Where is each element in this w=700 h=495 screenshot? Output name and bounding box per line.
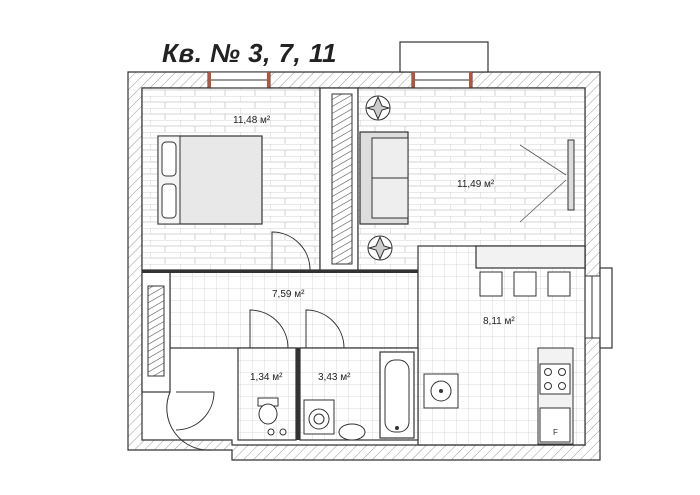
closet-slats [331, 93, 353, 265]
bath-area-label: 3,43 м² [318, 372, 351, 383]
toilet [257, 397, 287, 436]
kitchen-area-label: 8,11 м² [483, 316, 515, 327]
plant-bottom [367, 235, 393, 261]
wc-area-label: 1,34 м² [250, 372, 283, 383]
wc-floor [237, 347, 297, 441]
bed [157, 135, 263, 225]
tv-unit [519, 139, 575, 223]
sofa [359, 131, 409, 225]
balcony-right [599, 267, 613, 349]
interior-wall-1 [142, 270, 418, 273]
hall-floor [169, 271, 419, 349]
hall-area-label: 7,59 м² [272, 289, 305, 300]
svg-text:F: F [553, 428, 558, 437]
bedroom-area-label: 11,48 м² [233, 115, 271, 126]
windows [207, 71, 601, 339]
balcony-top [399, 41, 489, 73]
bath-sink [338, 423, 366, 441]
living-area-label: 11,49 м² [457, 179, 495, 190]
washing-machine [303, 399, 335, 435]
kitchen-units: F [423, 347, 574, 445]
bathtub [379, 351, 415, 439]
kitchen-bar-counter [475, 245, 586, 297]
entry-wardrobe-slats [147, 285, 165, 377]
plant-top [365, 95, 391, 121]
doors [166, 231, 345, 451]
apartment-title: Кв. № 3, 7, 11 [162, 38, 337, 68]
interior-wall-2 [296, 348, 300, 440]
